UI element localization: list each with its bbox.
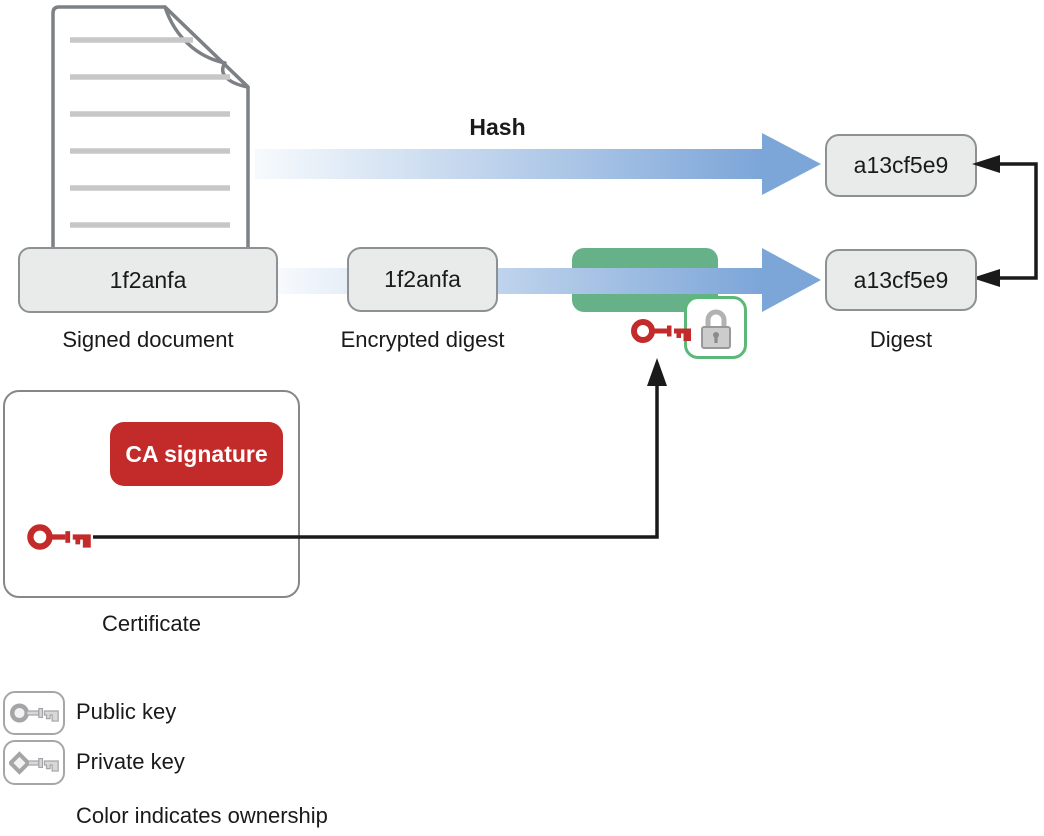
private-key-label: Private key bbox=[76, 749, 185, 774]
decrypted-digest-box: a13cf5e9 bbox=[825, 249, 977, 311]
signed-document-value: 1f2anfa bbox=[109, 266, 187, 293]
ca-signature-box: CA signature bbox=[110, 422, 283, 486]
hash-digest-box: a13cf5e9 bbox=[825, 134, 977, 197]
lock-badge bbox=[684, 296, 747, 359]
digest-label: Digest bbox=[869, 327, 933, 352]
key-to-lock-arrow bbox=[93, 358, 667, 539]
public-key-icon bbox=[10, 703, 59, 723]
signed-document-label: Signed document bbox=[62, 327, 234, 352]
public-key-label: Public key bbox=[76, 699, 177, 724]
certificate-public-key-icon bbox=[27, 524, 91, 550]
decrypted-digest-value: a13cf5e9 bbox=[853, 266, 949, 293]
private-key-icon bbox=[9, 750, 59, 775]
padlock-icon bbox=[700, 309, 731, 349]
hash-digest-value: a13cf5e9 bbox=[853, 152, 949, 178]
encrypted-digest-value: 1f2anfa bbox=[384, 266, 461, 292]
legend-public-key-badge bbox=[3, 691, 65, 735]
encrypted-digest-box: 1f2anfa bbox=[347, 247, 498, 312]
hash-flow-arrow bbox=[255, 133, 821, 195]
ownership-note: Color indicates ownership bbox=[76, 803, 328, 828]
ca-signature-label: CA signature bbox=[125, 440, 268, 467]
signed-document-box: 1f2anfa bbox=[18, 247, 278, 313]
document-icon bbox=[51, 5, 250, 255]
public-key-icon bbox=[631, 319, 691, 343]
compare-bracket-arrow bbox=[972, 155, 1038, 287]
legend-private-key-badge bbox=[3, 740, 65, 785]
encrypted-digest-label: Encrypted digest bbox=[340, 327, 505, 352]
hash-label: Hash bbox=[469, 114, 526, 140]
certificate-label: Certificate bbox=[101, 611, 202, 636]
